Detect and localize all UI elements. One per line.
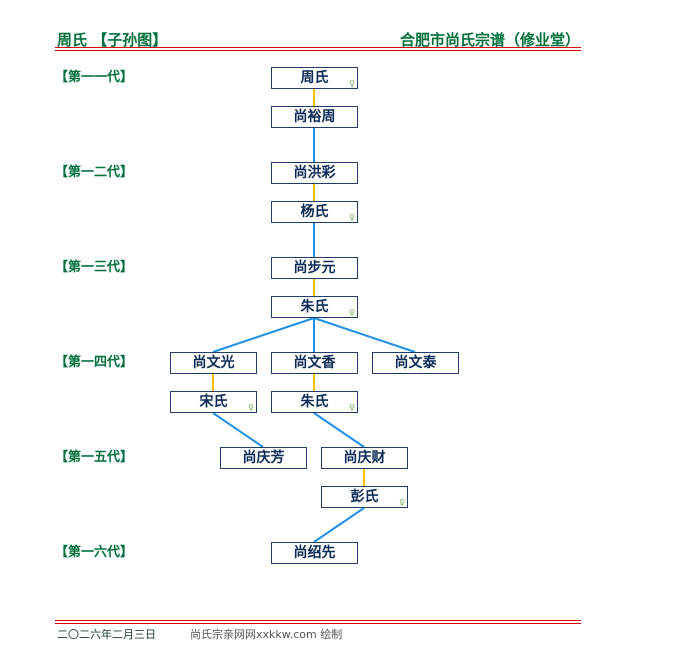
female-icon: ♀	[349, 213, 355, 222]
person-box[interactable]: 朱氏 ♀	[271, 296, 358, 318]
divider	[55, 47, 581, 48]
divider	[55, 620, 581, 621]
generation-label: 【第一六代】	[55, 545, 134, 560]
page-title: 周氏 【子孙图】	[57, 31, 168, 49]
generation-label: 【第一四代】	[55, 355, 134, 370]
genealogy-title: 合肥市尚氏宗谱（修业堂）	[399, 31, 580, 49]
female-icon: ♀	[248, 403, 254, 412]
person-box[interactable]: 杨氏 ♀	[271, 201, 358, 223]
female-icon: ♀	[349, 403, 355, 412]
person-box[interactable]: 尚裕周	[271, 106, 358, 128]
person-name: 尚绍先	[293, 545, 336, 561]
person-name: 朱氏	[300, 394, 329, 410]
person-box[interactable]: 宋氏 ♀	[170, 391, 257, 413]
person-name: 彭氏	[350, 489, 379, 505]
female-icon: ♀	[349, 308, 355, 317]
person-name: 尚洪彩	[293, 165, 336, 181]
generation-label: 【第一一代】	[55, 70, 134, 85]
person-box[interactable]: 尚庆芳	[220, 447, 307, 469]
person-name: 尚庆财	[343, 450, 386, 466]
person-name: 周氏	[300, 70, 329, 86]
person-name: 宋氏	[199, 394, 228, 410]
person-name: 尚文香	[293, 355, 336, 371]
person-box[interactable]: 尚步元	[271, 257, 358, 279]
female-icon: ♀	[399, 498, 405, 507]
footer-credit: 尚氏宗亲网网xxkkw.com 绘制	[190, 628, 343, 641]
divider	[55, 50, 581, 51]
person-name: 尚文光	[192, 355, 235, 371]
person-box[interactable]: 尚文光	[170, 352, 257, 374]
person-box[interactable]: 尚文香	[271, 352, 358, 374]
female-icon: ♀	[349, 79, 355, 88]
person-name: 杨氏	[300, 204, 329, 220]
person-name: 朱氏	[300, 299, 329, 315]
person-box[interactable]: 尚绍先	[271, 542, 358, 564]
divider	[55, 623, 581, 624]
person-box[interactable]: 尚文泰	[372, 352, 459, 374]
person-name: 尚裕周	[293, 109, 336, 125]
person-box[interactable]: 朱氏 ♀	[271, 391, 358, 413]
generation-label: 【第一二代】	[55, 165, 134, 180]
person-box[interactable]: 尚洪彩	[271, 162, 358, 184]
person-name: 尚文泰	[394, 355, 437, 371]
person-name: 尚庆芳	[242, 450, 285, 466]
person-name: 尚步元	[293, 260, 336, 276]
generation-label: 【第一五代】	[55, 450, 134, 465]
person-box[interactable]: 周氏 ♀	[271, 67, 358, 89]
generation-label: 【第一三代】	[55, 260, 134, 275]
footer-date: 二〇二六年二月三日	[57, 628, 156, 641]
person-box[interactable]: 尚庆财	[321, 447, 408, 469]
person-box[interactable]: 彭氏 ♀	[321, 486, 408, 508]
